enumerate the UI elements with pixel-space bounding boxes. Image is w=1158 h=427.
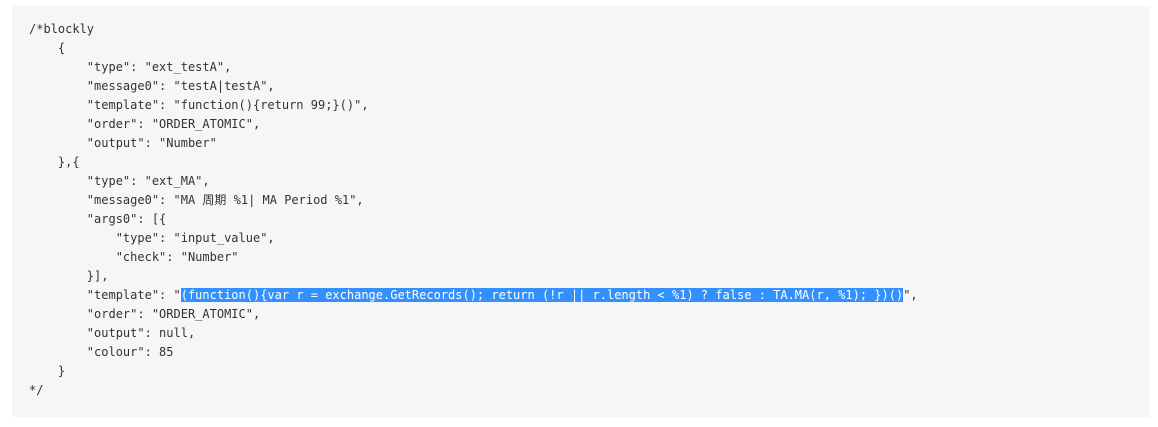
code-line: "message0": "MA 周期 %1| MA Period %1", <box>29 193 364 207</box>
code-line: "order": "ORDER_ATOMIC", <box>29 117 261 131</box>
code-line: "check": "Number" <box>29 250 239 264</box>
code-line: /*blockly <box>29 22 95 36</box>
code-line: "output": null, <box>29 326 196 340</box>
code-line: "type": "ext_testA", <box>29 60 232 74</box>
code-line-with-selection[interactable]: "template": "(function(){var r = exchang… <box>29 286 918 305</box>
code-line: "message0": "testA|testA", <box>29 79 275 93</box>
code-block: /*blockly { "type": "ext_testA", "messag… <box>12 6 1150 417</box>
code-line: { <box>29 41 66 55</box>
code-text-after-selection: ", <box>903 288 918 302</box>
code-line: }], <box>29 269 109 283</box>
code-line: },{ <box>29 155 80 169</box>
code-line: "args0": [{ <box>29 212 167 226</box>
code-line: "type": "input_value", <box>29 231 275 245</box>
code-line: } <box>29 364 66 378</box>
code-line: "order": "ORDER_ATOMIC", <box>29 307 261 321</box>
code-line: "type": "ext_MA", <box>29 174 210 188</box>
code-text-before-selection: "template": " <box>29 288 181 302</box>
selected-text[interactable]: (function(){var r = exchange.GetRecords(… <box>180 288 904 302</box>
code-line: "template": "function(){return 99;}()", <box>29 98 369 112</box>
code-line: */ <box>29 383 44 397</box>
code-line: "colour": 85 <box>29 345 174 359</box>
code-lines: /*blockly { "type": "ext_testA", "messag… <box>29 20 918 400</box>
code-line: "output": "Number" <box>29 136 217 150</box>
